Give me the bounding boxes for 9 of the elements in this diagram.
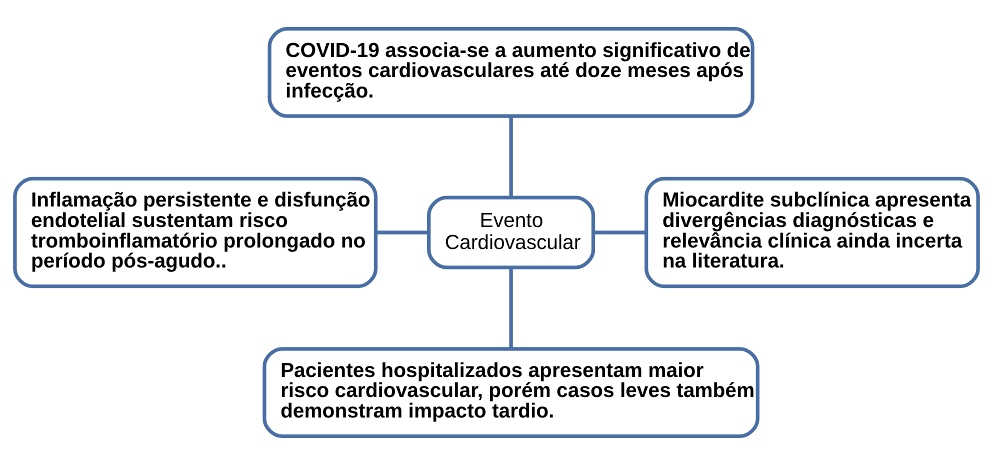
node-box: COVID-19 associa-se a aumento significativo de eventos cardiovasculares até doze meses após infecção. bbox=[268, 27, 754, 118]
connector bbox=[593, 230, 646, 234]
node-box: Miocardite subclínica apresenta divergências diagnósticas e relevância clínica ainda incerta na literatura. bbox=[644, 176, 980, 288]
node-box: Pacientes hospitalizados apresentam maior risco cardiovascular, porém casos leves também demonstram impacto tardio. bbox=[262, 347, 760, 438]
connector bbox=[376, 230, 429, 234]
connector bbox=[509, 116, 513, 198]
connector bbox=[509, 268, 513, 348]
node-box: Inflamação persistente e disfunção endotelial sustentam risco tromboinflamatório prolongado no período pós-agudo.. bbox=[13, 176, 378, 288]
node-box: Evento Cardiovascular bbox=[427, 196, 596, 270]
